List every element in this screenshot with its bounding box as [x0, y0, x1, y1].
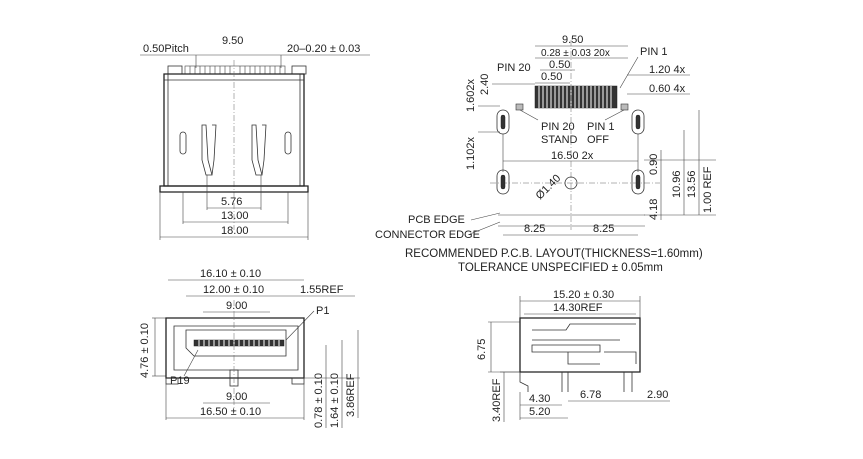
dim-6-78: 6.78 [580, 389, 601, 401]
pcb-layout-view: 9.50 0.28 ± 0.03 20x PIN 20 0.50 0.50 PI… [375, 34, 716, 274]
front-view: 0.50Pitch 9.50 20–0.20 ± 0.03 [140, 35, 370, 240]
pin1-label-top: PIN 1 [640, 46, 668, 58]
dim-8-25-right: 8.25 [593, 223, 614, 235]
dim-1-00-ref: 1.00 REF [702, 166, 714, 213]
pitch-0-50-a: 0.50 [549, 59, 570, 71]
dim-1-64: 1.64 ± 0.10 [329, 373, 341, 428]
dim-0-60-4x: 0.60 4x [649, 83, 686, 95]
dim-16-10: 16.10 ± 0.10 [200, 268, 261, 280]
layout-note-2: TOLERANCE UNSPECIFIED ± 0.05mm [458, 262, 663, 274]
dim-6-75: 6.75 [476, 339, 488, 360]
dim-14-30-ref: 14.30REF [553, 302, 603, 314]
pin-p1-label: P1 [316, 305, 329, 317]
pcb-edge-label: PCB EDGE [408, 214, 465, 226]
pin1-label-bottom: PIN 1 [587, 121, 615, 133]
hole-dia-label: Ø1.40 [534, 172, 564, 202]
bottom-pins [193, 339, 285, 347]
side-view: 15.20 ± 0.30 14.30REF 6.75 6.78 2.90 4.3… [476, 289, 670, 422]
dim-0-90: 0.90 [648, 154, 660, 175]
dim-3-40-ref: 3.40REF [491, 378, 503, 422]
dim-5-76: 5.76 [221, 196, 242, 208]
dim-2-40: 2.40 [479, 74, 491, 95]
dim-13-56: 13.56 [686, 170, 698, 198]
dim-18-00: 18.00 [221, 225, 249, 237]
dim-10-96: 10.96 [671, 170, 683, 198]
dim-16-50-2x: 16.50 2x [551, 150, 594, 162]
dim-1-10-2x: 1.102x [465, 136, 477, 170]
connector-edge-label: CONNECTOR EDGE [375, 229, 480, 241]
dim-1-55-ref: 1.55REF [300, 284, 344, 296]
dim-4-76: 4.76 ± 0.10 [139, 323, 151, 378]
pitch-0-50-b: 0.50 [541, 71, 562, 83]
dim-8-25-left: 8.25 [524, 223, 545, 235]
dim-4-30: 4.30 [529, 393, 550, 405]
pcb-pad-array [534, 85, 618, 109]
dim-4-18: 4.18 [648, 199, 660, 220]
pin20-label-top: PIN 20 [497, 62, 531, 74]
dim-5-20: 5.20 [529, 406, 550, 418]
pin20-label-bottom: PIN 20 [541, 121, 575, 133]
bottom-view: 16.10 ± 0.10 12.00 ± 0.10 1.55REF 9.00 P… [139, 268, 360, 428]
dim-2-90: 2.90 [647, 389, 668, 401]
pcb-pad-width: 0.28 ± 0.03 20x [541, 48, 610, 59]
dim-12-00: 12.00 ± 0.10 [203, 284, 264, 296]
dim-13-00: 13.00 [221, 210, 249, 222]
dim-1-60-2x: 1.602x [465, 78, 477, 112]
slot-label: 20–0.20 ± 0.03 [287, 43, 360, 55]
dim-16-50: 16.50 ± 0.10 [200, 406, 261, 418]
dim-9-00-top: 9.00 [226, 300, 247, 312]
dim-0-78: 0.78 ± 0.10 [313, 373, 325, 428]
pitch-label: 0.50Pitch [143, 43, 189, 55]
dim-9-00-bottom: 9.00 [226, 391, 247, 403]
front-width-label: 9.50 [222, 35, 243, 47]
dim-15-20: 15.20 ± 0.30 [553, 289, 614, 301]
layout-note-1: RECOMMENDED P.C.B. LAYOUT(THICKNESS=1.60… [405, 248, 703, 260]
standoff-label-2: OFF [587, 134, 609, 146]
standoff-label-1: STAND [541, 134, 578, 146]
front-contacts [189, 66, 281, 74]
dim-1-20-4x: 1.20 4x [649, 64, 686, 76]
pcb-w-9-50: 9.50 [562, 34, 583, 46]
dim-3-86-ref: 3.86REF [345, 373, 357, 417]
pin-p19-label: P19 [170, 375, 190, 387]
